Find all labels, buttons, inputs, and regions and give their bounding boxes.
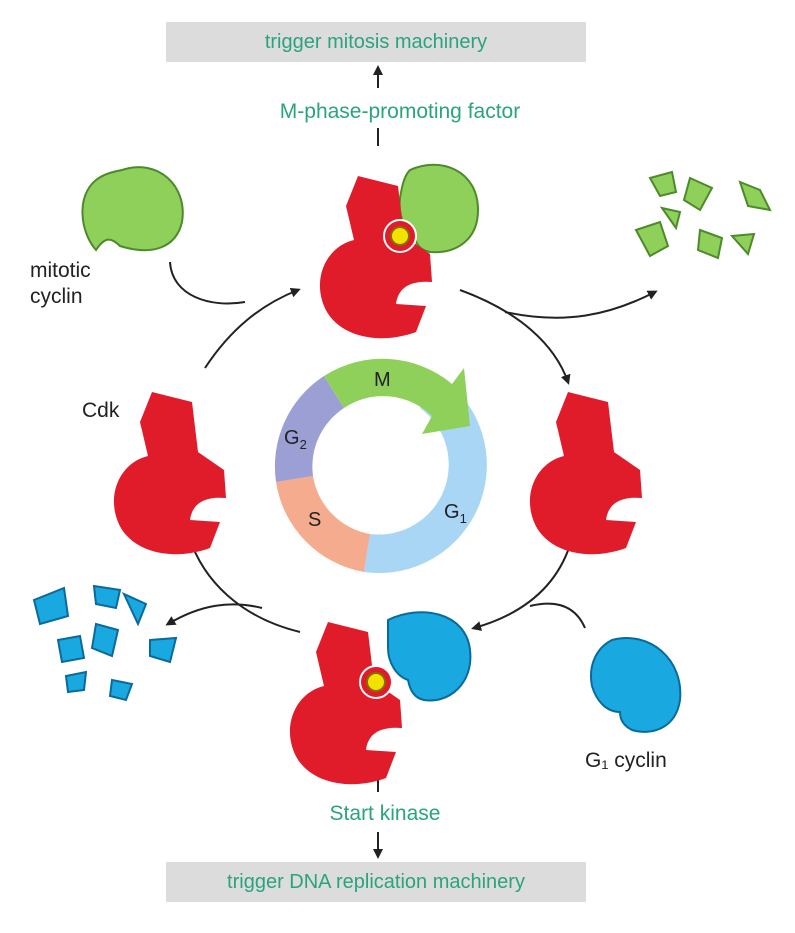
mitotic-cyclin-fragments xyxy=(634,170,772,260)
arrow-mpf-to-cdk xyxy=(459,289,571,385)
g1-cyclin-fragments xyxy=(32,584,178,702)
mitotic-cyclin-line2: cyclin xyxy=(30,285,83,308)
arrow-g1-cyclin-join xyxy=(529,602,586,629)
phase-g1-label: G1 xyxy=(444,501,467,526)
phase-m-label: M xyxy=(374,369,391,391)
mpf-label: M-phase-promoting factor xyxy=(279,100,521,123)
arrow-cdk-to-start-kinase xyxy=(471,544,571,631)
start-kinase-label: Start kinase xyxy=(329,802,441,825)
phase-s-label: S xyxy=(308,509,321,531)
trigger-mitosis-box: trigger mitosis machinery xyxy=(166,22,586,62)
start-kinase-cyclin xyxy=(387,611,472,702)
g1-cyclin-label: G₁ cyclin xyxy=(585,749,667,772)
mpf-phosphate xyxy=(390,226,410,246)
phase-g2-segment xyxy=(274,376,344,482)
arrow-g1-cyclin-degrade xyxy=(165,603,263,626)
mitotic-cyclin-line1: mitotic xyxy=(30,259,91,282)
mitotic-cyclin-label: mitotic cyclin xyxy=(30,258,91,310)
arrow-cdk-to-mpf xyxy=(204,287,301,369)
arrow-start-kinase-to-cdk xyxy=(189,542,301,633)
phase-g2-label: G2 xyxy=(284,427,307,452)
phase-ring: M G2 S G1 xyxy=(274,358,487,574)
cdk-left xyxy=(113,392,226,555)
start-kinase-complex xyxy=(289,611,472,785)
trigger-dna-replication-box: trigger DNA replication machinery xyxy=(166,862,586,902)
g1-cyclin-free xyxy=(590,637,682,733)
arrow-mitotic-cyclin-degrade xyxy=(504,290,658,319)
cdk-right xyxy=(529,392,642,555)
phase-m-segment xyxy=(324,358,470,434)
trigger-mitosis-label: trigger mitosis machinery xyxy=(264,31,488,53)
start-kinase-phosphate xyxy=(366,672,386,692)
mpf-complex xyxy=(319,163,480,339)
cdk-label: Cdk xyxy=(82,399,120,422)
arrow-mitotic-cyclin-join xyxy=(169,261,246,305)
mpf-cyclin xyxy=(398,163,480,254)
start-kinase-cdk xyxy=(289,622,402,785)
phase-s-segment xyxy=(276,476,370,572)
trigger-dna-replication-label: trigger DNA replication machinery xyxy=(227,871,525,893)
mitotic-cyclin-free xyxy=(81,166,184,252)
